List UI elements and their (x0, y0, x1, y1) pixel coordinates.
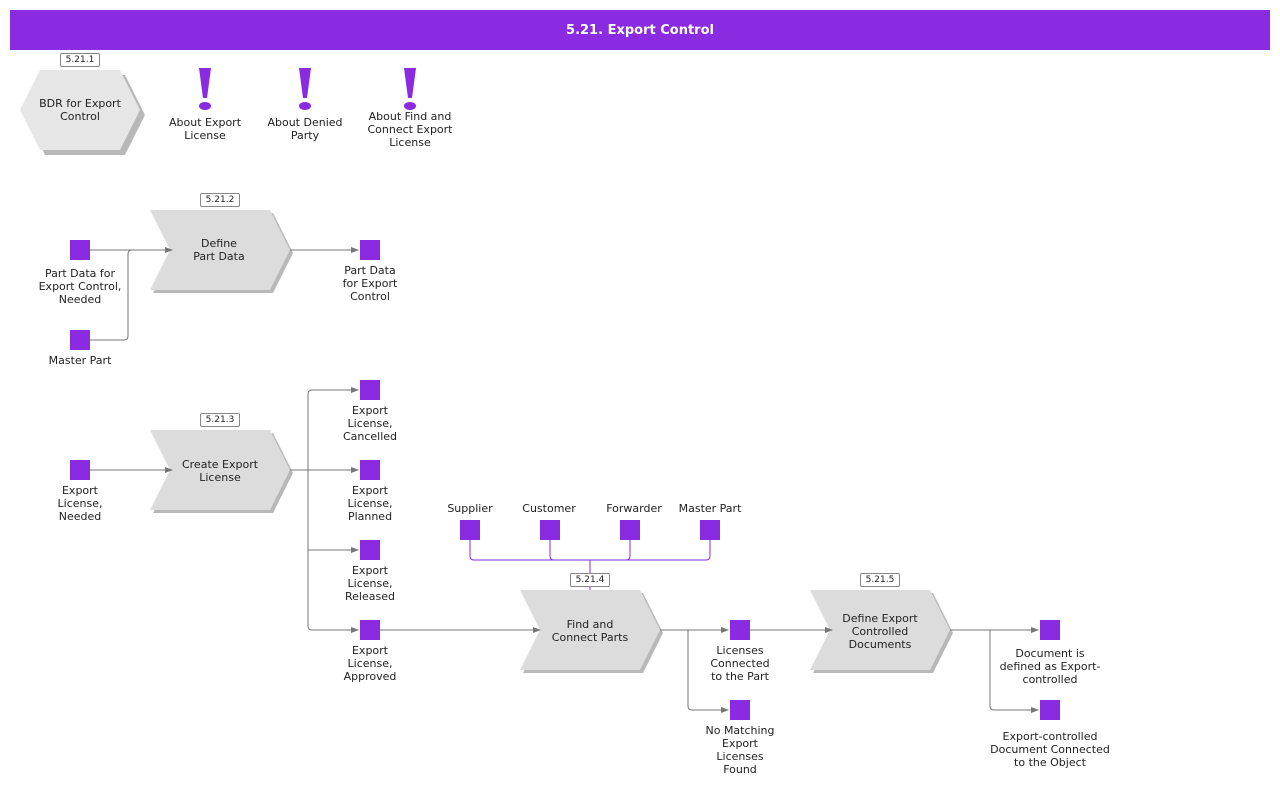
exclamation-icon[interactable] (195, 68, 215, 112)
event-label: Part Data for Export Control (342, 264, 398, 303)
event-label: Licenses Connected to the Part (710, 644, 770, 683)
note-label-find-connect: About Find and Connect Export License (367, 110, 453, 149)
event-license-planned[interactable] (360, 460, 380, 480)
event-doc-connected[interactable] (1040, 700, 1060, 720)
event-forwarder[interactable] (620, 520, 640, 540)
event-master-part-input[interactable] (700, 520, 720, 540)
note-label-export-license: About Export License (168, 116, 242, 142)
exclamation-icon[interactable] (400, 68, 420, 112)
exclamation-icon[interactable] (295, 68, 315, 112)
event-label: Export License, Needed (57, 484, 103, 523)
process-create-export-license[interactable] (150, 430, 293, 513)
event-label: Master Part (678, 502, 742, 515)
event-doc-defined[interactable] (1040, 620, 1060, 640)
event-license-needed[interactable] (70, 460, 90, 480)
process-find-connect-parts[interactable] (520, 590, 663, 673)
event-label: Part Data for Export Control, Needed (38, 267, 122, 306)
connectors-find-connect-outputs (660, 627, 833, 713)
define-export-docs-label[interactable]: Define Export Controlled Documents (842, 611, 918, 651)
event-label: Export License, Cancelled (342, 404, 398, 443)
event-license-released[interactable] (360, 540, 380, 560)
event-license-approved[interactable] (360, 620, 380, 640)
note-label-denied-party: About Denied Party (267, 116, 343, 142)
process-define-part-data[interactable] (150, 210, 293, 293)
badge-bdr: 5.21.1 (60, 53, 100, 67)
badge-define-part-data: 5.21.2 (200, 193, 240, 207)
event-customer[interactable] (540, 520, 560, 540)
event-label: Master Part (48, 354, 112, 367)
event-part-data-for-export[interactable] (360, 240, 380, 260)
event-label: Export License, Approved (343, 644, 397, 683)
connectors-define-part-data (90, 247, 359, 341)
badge-define-export-docs: 5.21.5 (860, 573, 900, 587)
event-label: Document is defined as Export- controlle… (999, 647, 1101, 686)
event-license-cancelled[interactable] (360, 380, 380, 400)
event-label: Export License, Planned (347, 484, 393, 523)
event-master-part[interactable] (70, 330, 90, 350)
event-no-matching[interactable] (730, 700, 750, 720)
badge-create-export-license: 5.21.3 (200, 413, 240, 427)
event-label: Export License, Released (345, 564, 395, 603)
define-part-data-label[interactable]: Define Part Data (193, 237, 245, 263)
connectors-define-docs-outputs (950, 627, 1039, 713)
event-label: Forwarder (606, 502, 662, 515)
event-label: Export-controlled Document Connected to … (990, 730, 1110, 769)
create-export-license-label[interactable]: Create Export License (181, 458, 259, 484)
process-define-export-docs[interactable] (810, 590, 953, 673)
event-label: Customer (522, 502, 576, 515)
connectors-create-export-license (90, 387, 541, 633)
page-title: 5.21. Export Control (10, 10, 1270, 50)
event-label: No Matching Export Licenses Found (705, 724, 775, 776)
event-licenses-connected[interactable] (730, 620, 750, 640)
event-label: Supplier (447, 502, 493, 515)
badge-find-connect-parts: 5.21.4 (570, 573, 610, 587)
event-part-data-needed[interactable] (70, 240, 90, 260)
event-supplier[interactable] (460, 520, 480, 540)
bdr-label[interactable]: BDR for Export Control (39, 97, 121, 123)
bdr-hexagon[interactable] (20, 70, 140, 150)
find-connect-parts-label[interactable]: Find and Connect Parts (551, 618, 629, 644)
